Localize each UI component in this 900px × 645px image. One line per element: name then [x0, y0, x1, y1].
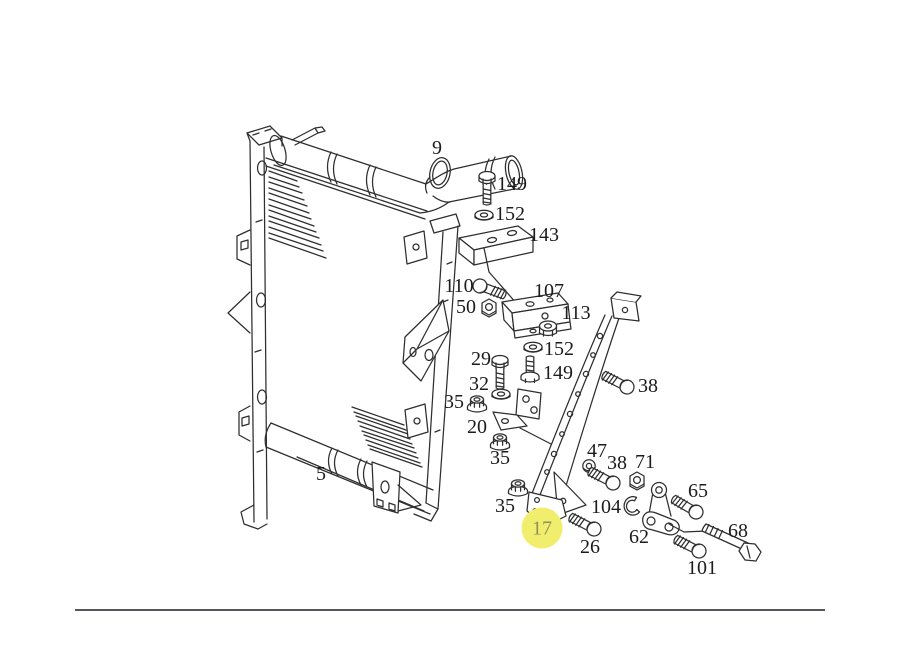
bolt-149-top-icon [478, 170, 496, 206]
leader-62-68 [668, 523, 707, 533]
part-label-143[interactable]: 143 [529, 224, 559, 246]
link-62-icon [642, 481, 680, 536]
leader-20-stay [519, 427, 552, 445]
part-label-71[interactable]: 71 [635, 451, 655, 473]
nut-71-icon [629, 471, 645, 491]
o-ring-9-icon [429, 157, 451, 189]
bolt-68-icon [701, 523, 762, 562]
part-label-47[interactable]: 47 [587, 440, 607, 462]
nut-113-icon [538, 320, 558, 337]
stay-17-drawing [526, 291, 642, 527]
part-label-35-3[interactable]: 35 [495, 495, 515, 517]
radiator-5-drawing [227, 125, 524, 530]
part-label-113[interactable]: 113 [561, 302, 591, 324]
bolt-38-upper-icon [598, 367, 638, 398]
part-label-110[interactable]: 110 [444, 275, 474, 297]
part-label-38-1[interactable]: 38 [638, 375, 658, 397]
part-label-5[interactable]: 5 [316, 463, 326, 485]
part-label-104[interactable]: 104 [591, 496, 621, 518]
part-label-29[interactable]: 29 [471, 348, 491, 370]
part-label-65[interactable]: 65 [688, 480, 708, 502]
part-label-20[interactable]: 20 [467, 416, 487, 438]
part-label-50[interactable]: 50 [456, 296, 476, 318]
washer-152-mid-icon [523, 341, 543, 353]
part-label-152-2[interactable]: 152 [544, 338, 574, 360]
nut-35-a-icon [466, 395, 488, 413]
part-label-68[interactable]: 68 [728, 520, 748, 542]
part-label-9[interactable]: 9 [432, 137, 442, 159]
washer-32-icon [491, 388, 511, 400]
part-label-32[interactable]: 32 [469, 373, 489, 395]
bolt-149-mid-icon [520, 355, 540, 384]
bracket-20-icon [492, 388, 542, 431]
part-label-107[interactable]: 107 [534, 280, 564, 302]
part-label-149-1[interactable]: 149 [497, 173, 527, 195]
bolt-110-icon [470, 276, 509, 303]
leader-143-107 [483, 247, 518, 305]
part-label-38-2[interactable]: 38 [607, 452, 627, 474]
part-label-26[interactable]: 26 [580, 536, 600, 558]
part-label-35-2[interactable]: 35 [490, 447, 510, 469]
part-label-62[interactable]: 62 [629, 526, 649, 548]
washer-152-top-icon [474, 209, 494, 221]
part-label-35-1[interactable]: 35 [444, 391, 464, 413]
part-label-17-highlighted[interactable]: 17 [521, 507, 563, 549]
nut-50-icon [481, 298, 497, 318]
part-label-101[interactable]: 101 [687, 557, 717, 579]
nut-35-c-icon [507, 479, 529, 497]
bracket-143-icon [458, 225, 534, 266]
part-label-149-2[interactable]: 149 [543, 362, 573, 384]
bolt-29-icon [491, 354, 509, 390]
clip-104-icon [623, 496, 641, 516]
footer-divider [75, 609, 825, 611]
part-label-152-1[interactable]: 152 [495, 203, 525, 225]
